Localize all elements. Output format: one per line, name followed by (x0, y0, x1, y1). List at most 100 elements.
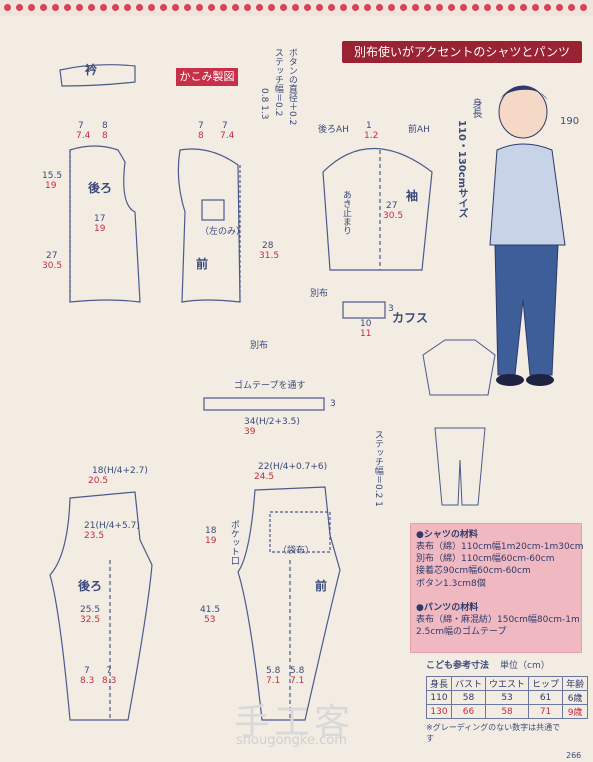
pants-front-piece (237, 486, 341, 721)
back-label: 後ろ (88, 181, 113, 195)
border-dot (184, 4, 191, 11)
hem-back-2: 7 (106, 666, 112, 676)
border-dot (40, 4, 47, 11)
back-width-2: 8 (102, 121, 108, 131)
border-dot (352, 4, 359, 11)
cuffs-label: カフス (392, 311, 429, 325)
model-figure (489, 85, 566, 386)
sleeve-label: 袖 (406, 189, 419, 203)
border-dot (424, 4, 431, 11)
border-dot (316, 4, 323, 11)
width-17: 17 (94, 214, 106, 224)
size-header: 身長 (425, 676, 453, 691)
size-table-unit: 単位（cm） (500, 661, 550, 671)
back-width-2-r: 8 (102, 131, 108, 141)
border-dot (76, 4, 83, 11)
length-b-r: 30.5 (42, 261, 63, 271)
front-length: 28 (262, 241, 274, 251)
border-dot (292, 4, 299, 11)
border-dot (496, 4, 503, 11)
border-dot (472, 4, 479, 11)
collar-piece (59, 64, 136, 87)
size-header: ウエスト (485, 676, 530, 691)
cuff-length: 10 (360, 319, 372, 329)
hem-back: 7 (84, 666, 90, 676)
separate-cloth-label: 別布 (310, 289, 329, 299)
front-width-1: 7 (198, 121, 204, 131)
pocket-opening-label: ポケット口 (228, 520, 239, 565)
rise: 18 (205, 526, 217, 536)
hem-front: 5.8 (266, 666, 281, 676)
border-dot (88, 4, 95, 11)
pants-materials: ●パンツの材料 表布（綿・麻混紡）150cm幅80cm-1m 2.5cm幅のゴム… (416, 602, 580, 638)
placket-label: あき止まり (340, 190, 351, 235)
border-dot (484, 4, 491, 11)
sleeve-top: 1 (366, 121, 372, 131)
sleeve-length: 27 (386, 201, 398, 211)
front-label: 前 (196, 257, 209, 271)
pants-back-label: 後ろ (78, 579, 103, 593)
stitch-note-2: ステッチ幅＝0.2 1 (372, 430, 383, 507)
hem-front-r: 7.1 (266, 676, 281, 686)
front-piece (177, 148, 241, 303)
border-dot (568, 4, 575, 11)
shirt-materials: ●シャツの材料 表布（綿）110cm幅1m20cm-1m30cm 別布（綿）11… (416, 529, 583, 590)
shirt-materials-title: ●シャツの材料 (416, 530, 478, 540)
length-a-r: 19 (45, 181, 57, 191)
size-table: 身長 バスト ウエスト ヒップ 年齢 110 58 53 61 6歳 130 6… (425, 676, 589, 719)
size-cell: 58 (451, 690, 487, 705)
border-dot (4, 4, 11, 11)
elastic-note: ゴムテープを通す (234, 381, 306, 391)
shirt-material-2: 別布（綿）110cm幅60cm-60cm (416, 554, 555, 565)
waistband-piece (203, 397, 325, 411)
sleeve-top-r: 1.2 (364, 131, 379, 141)
size-table-title: こども参考寸法 (426, 661, 490, 671)
front-width-2-r: 7.4 (220, 131, 235, 141)
size-header: ヒップ (528, 676, 564, 691)
back-width-1: 7 (78, 121, 84, 131)
border-dot (148, 4, 155, 11)
border-dot (376, 4, 383, 11)
photo-number: 190 (560, 116, 580, 127)
border-dot (556, 4, 563, 11)
front-length-r: 31.5 (259, 251, 280, 261)
section-tag: かこみ製図 (176, 68, 238, 86)
border-dot (580, 4, 587, 11)
sleeve-length-r: 30.5 (383, 211, 404, 221)
border-dot (400, 4, 407, 11)
border-dot (64, 4, 71, 11)
border-dot (232, 4, 239, 11)
model-height-label: 身長 (470, 98, 481, 118)
border-dot (280, 4, 287, 11)
band-length-r: 39 (244, 427, 256, 437)
cuff-piece (342, 301, 386, 319)
model-size-label: 110・130cmサイズ (456, 120, 467, 219)
border-dot (220, 4, 227, 11)
collar-label: 衿 (85, 63, 98, 77)
border-dot (196, 4, 203, 11)
width-19: 19 (94, 224, 106, 234)
cuff-length-r: 11 (360, 329, 372, 339)
size-header: 年齢 (562, 676, 589, 691)
pocket-bag (269, 511, 331, 553)
pants-length: 41.5 (200, 605, 221, 615)
border-dot (340, 4, 347, 11)
shirt-material-3: 接着芯90cm幅60cm-60cm (416, 566, 531, 577)
materials-box (410, 523, 582, 653)
border-dot (364, 4, 371, 11)
pocket-label: （袋布） (278, 546, 315, 556)
size-cell: 110 (425, 690, 453, 705)
border-dot (244, 4, 251, 11)
separate-cloth-label-2: 別布 (250, 341, 269, 351)
left-only-label: （左のみ） (200, 227, 246, 237)
hip-back-r: 23.5 (84, 531, 105, 541)
rise-r: 19 (205, 536, 217, 546)
waist-front: 22(H/4+0.7+6) (258, 462, 328, 472)
waist-back: 18(H/4+2.7) (92, 466, 148, 476)
page-title: 別布使いがアクセントのシャツとパンツ (342, 41, 582, 63)
size-header: バスト (451, 676, 487, 691)
band-length: 34(H/2+3.5) (244, 417, 300, 427)
size-table-note: ※グレーディングのない数字は共通です (426, 723, 561, 744)
shirt-material-4: ボタン1.3cm8個 (416, 578, 486, 589)
